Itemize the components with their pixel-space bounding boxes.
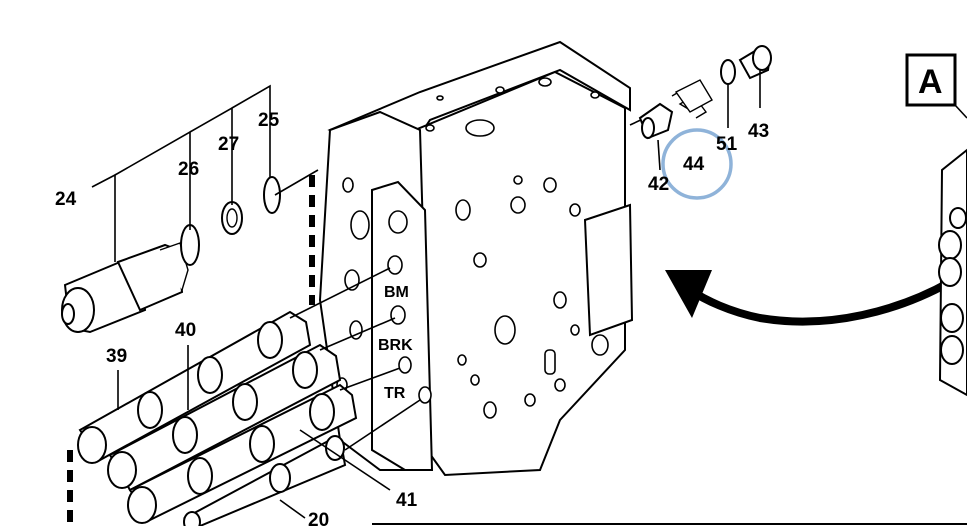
callout-41: 41 (396, 490, 418, 511)
callout-39: 39 (106, 346, 127, 367)
section-a-marker: A (905, 53, 967, 119)
callout-20: 20 (308, 510, 329, 526)
spool-set (77, 267, 421, 526)
section-a-label: A (918, 63, 943, 101)
callout-25: 25 (258, 110, 280, 131)
port-label-tr: TR (384, 385, 406, 402)
port-label-bm: BM (384, 284, 409, 301)
callout-51: 51 (716, 134, 738, 155)
leader-lines-top-left (91, 84, 319, 262)
highlight-circle (661, 128, 733, 200)
callout-43: 43 (748, 121, 769, 142)
port-label-brk: BRK (378, 337, 413, 354)
check-valve-parts (629, 45, 772, 171)
callout-42: 42 (648, 174, 669, 195)
section-a-view (938, 148, 967, 397)
callout-24: 24 (55, 189, 77, 210)
valve-body (318, 40, 634, 477)
callout-27: 27 (218, 134, 239, 155)
callout-40: 40 (175, 320, 196, 341)
cut-line-dashes (67, 175, 315, 526)
leader-lines-bottom (117, 345, 391, 519)
callout-44: 44 (683, 154, 705, 175)
callout-26: 26 (178, 159, 199, 180)
curved-arrow (665, 270, 952, 326)
relief-valve-assembly (61, 176, 281, 334)
